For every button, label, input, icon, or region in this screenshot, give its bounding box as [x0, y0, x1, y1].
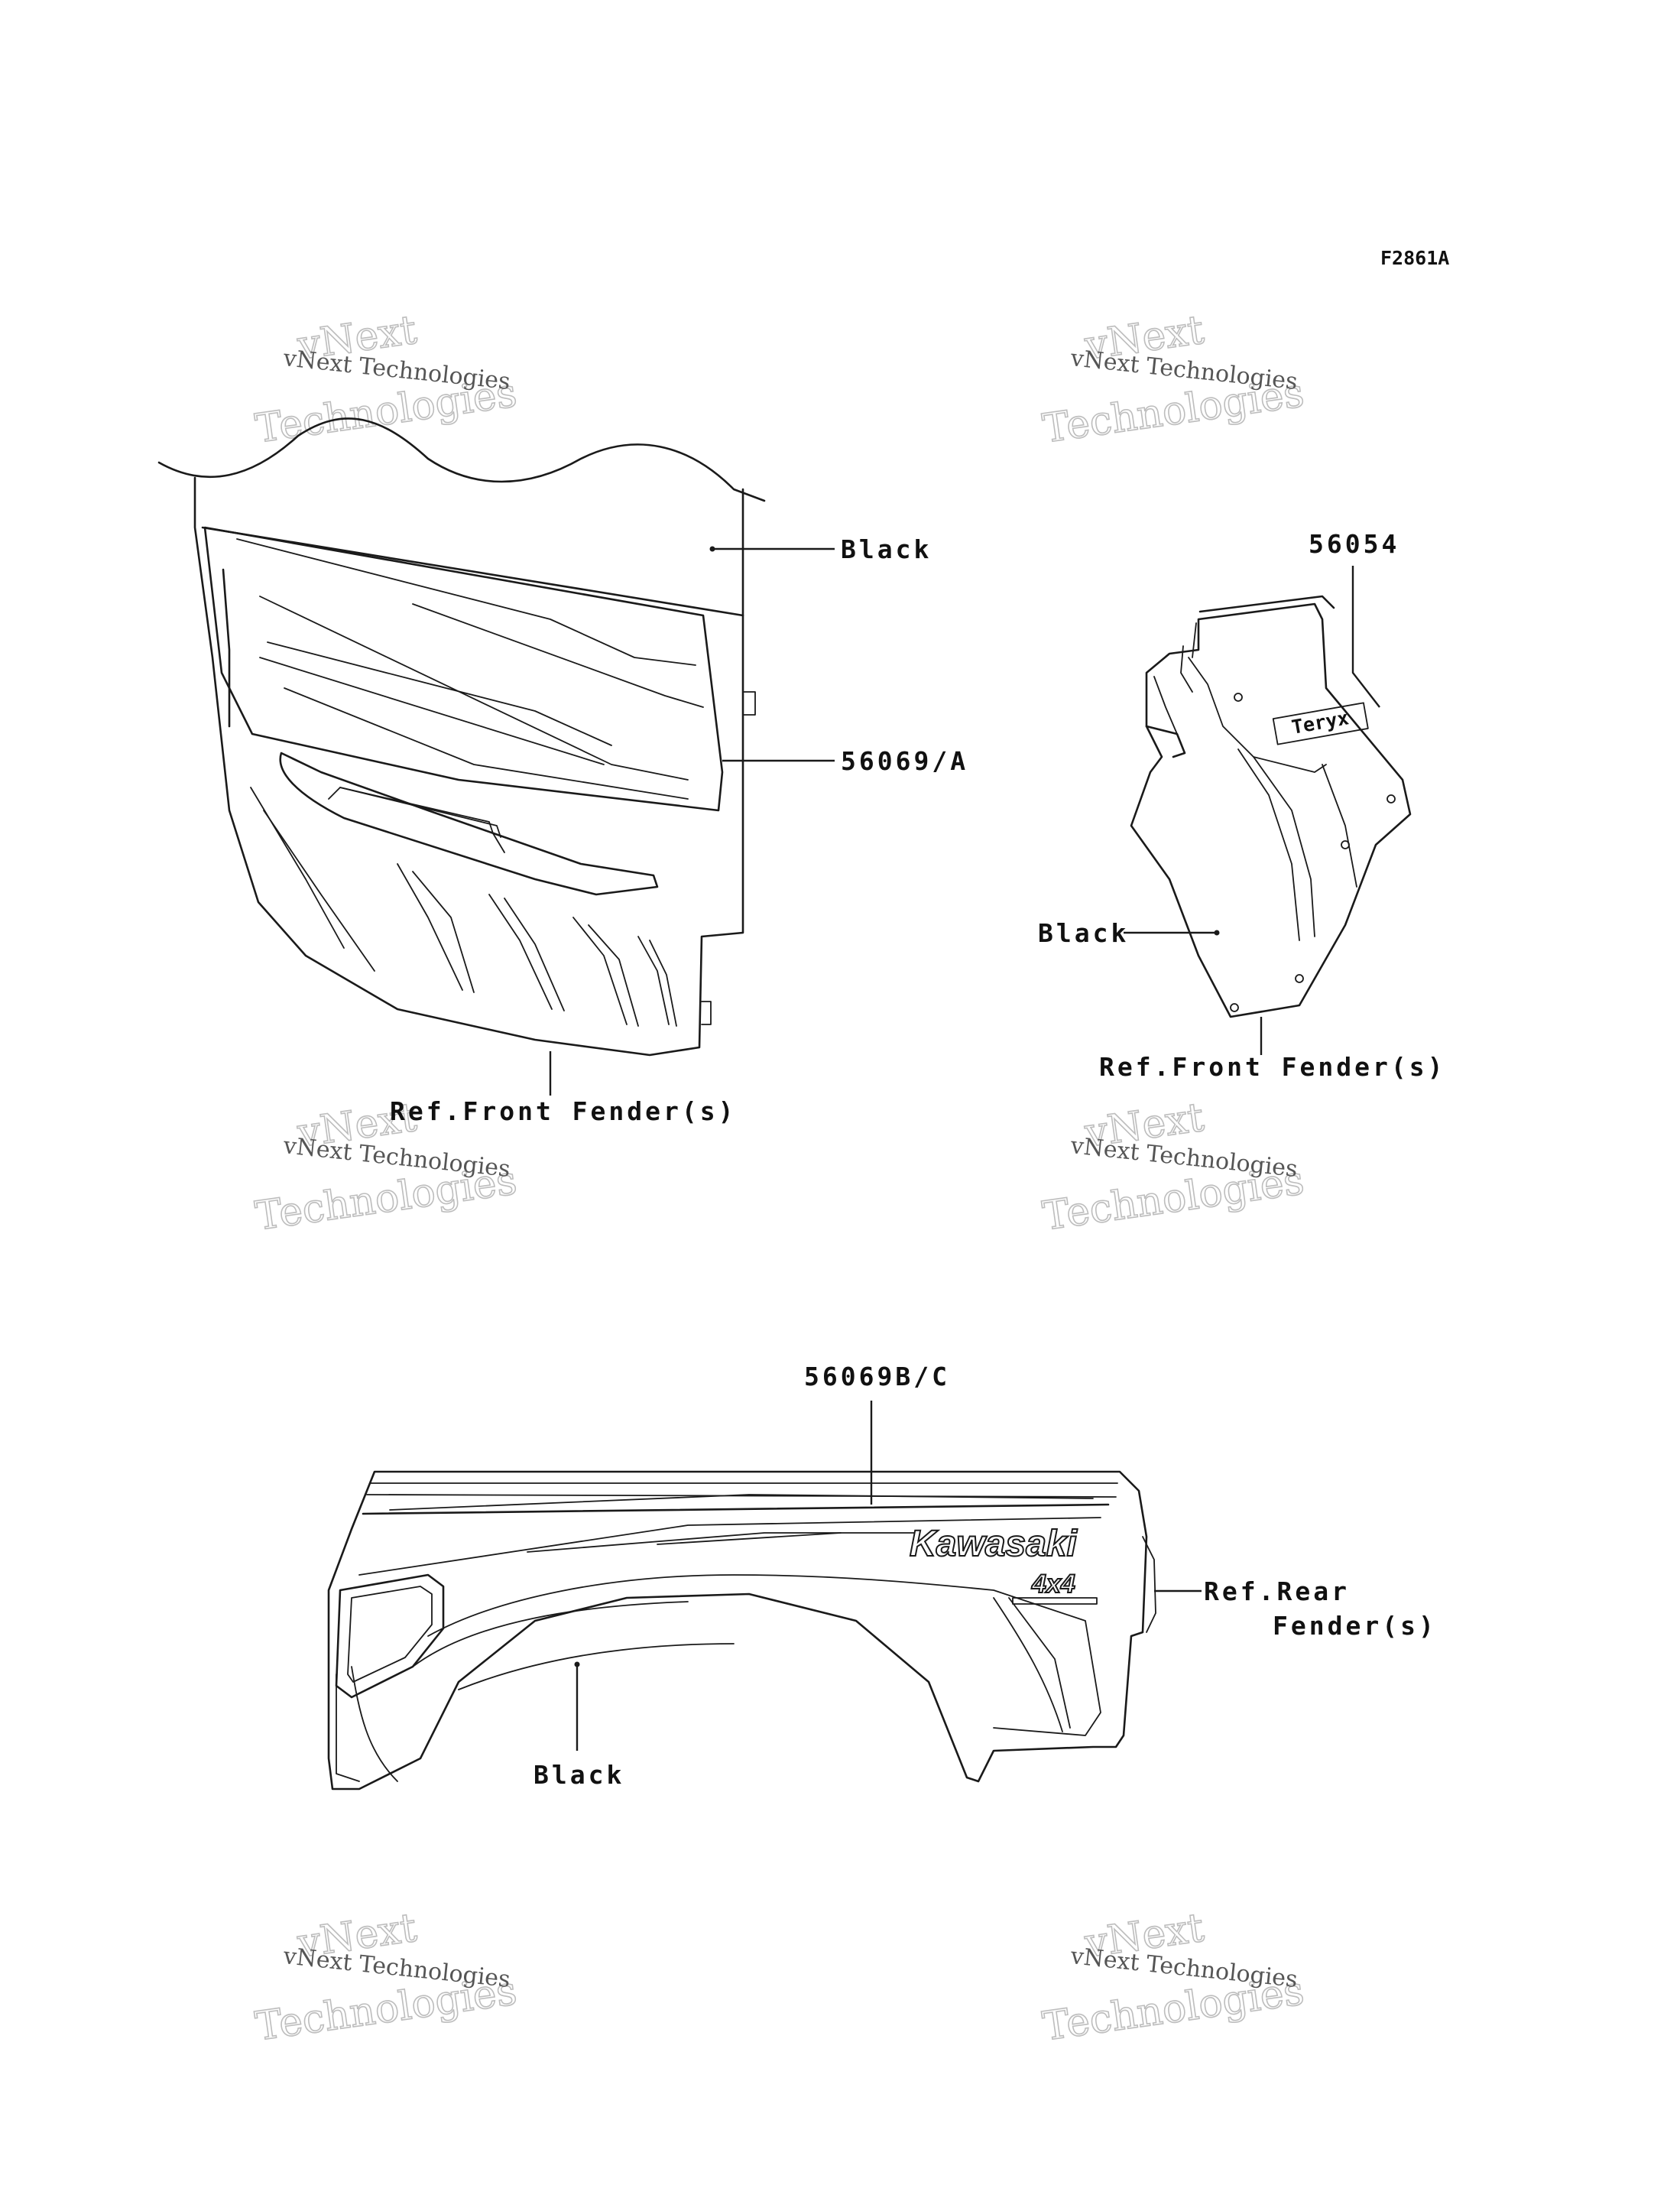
rear-fender-brand-text: Kawasaki	[910, 1524, 1078, 1564]
callout-black-rear: Black	[534, 1760, 624, 1790]
black-right-leader-dot	[1214, 930, 1220, 936]
rear-fender-drawing: Kawasaki 4x4	[327, 1470, 1156, 1791]
callout-part-56069-bc: 56069B/C	[804, 1362, 950, 1391]
callout-ref-front-fender-right: Ref.Front Fender(s)	[1099, 1052, 1446, 1082]
callout-black-right: Black	[1038, 918, 1129, 948]
front-fender-left-drawing	[157, 417, 766, 1057]
figure-code: F2861A	[1380, 247, 1449, 269]
callout-part-56069-a: 56069/A	[841, 746, 968, 776]
callout-ref-front-fender-left: Ref.Front Fender(s)	[390, 1096, 737, 1126]
front-fender-right-drawing: Teryx	[1130, 595, 1412, 1018]
callout-black-left: Black	[841, 534, 932, 564]
callout-ref-rear-line2: Fender(s)	[1273, 1611, 1437, 1641]
callout-ref-rear-line1: Ref.Rear	[1204, 1576, 1350, 1606]
callout-part-56054: 56054	[1309, 529, 1399, 559]
part-56054-leader-line	[1351, 566, 1380, 708]
rear-fender-badge-text: 4x4	[1031, 1570, 1075, 1599]
